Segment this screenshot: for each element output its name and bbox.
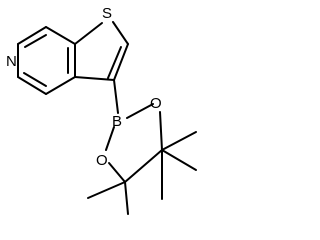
bond-c4-c5	[17, 76, 47, 95]
chemical-structure: N S B O O	[6, 5, 197, 215]
methyl-upper-right-1	[161, 131, 197, 151]
bond-c3-b	[113, 79, 119, 114]
bond-n-c7	[17, 26, 47, 45]
bond-o-upper-c	[159, 111, 163, 151]
bond-c-c	[124, 149, 163, 183]
methyl-lower-down	[124, 181, 129, 215]
bond-c7-c7a	[45, 26, 76, 45]
methyl-groups	[87, 131, 197, 215]
pyridine-ring	[17, 26, 76, 95]
bond-b-o-upper	[126, 103, 154, 119]
atom-s: S	[102, 5, 112, 22]
dioxaborolane-ring	[105, 103, 163, 183]
methyl-upper-right-2	[161, 149, 197, 171]
bond-c3a-c4	[45, 76, 76, 95]
bond-c3-c3a	[74, 76, 115, 81]
methyl-lower-left	[87, 181, 126, 199]
bond-o-lower-c	[108, 162, 126, 183]
atom-n: N	[6, 53, 17, 70]
bond-c2-c3	[113, 43, 129, 81]
atom-o-upper: O	[150, 95, 162, 112]
atom-o-lower: O	[96, 152, 108, 169]
bond-c7-n-inner	[24, 34, 47, 48]
bond-b-o-lower	[105, 126, 115, 151]
bond-c4-c5-inner	[23, 72, 47, 87]
bond-c2-c3-inner	[107, 46, 122, 79]
thiophene-ring	[74, 21, 129, 81]
bond-s-c2	[112, 21, 129, 45]
atom-b: B	[112, 113, 122, 130]
bond-c7a-s	[74, 22, 103, 45]
